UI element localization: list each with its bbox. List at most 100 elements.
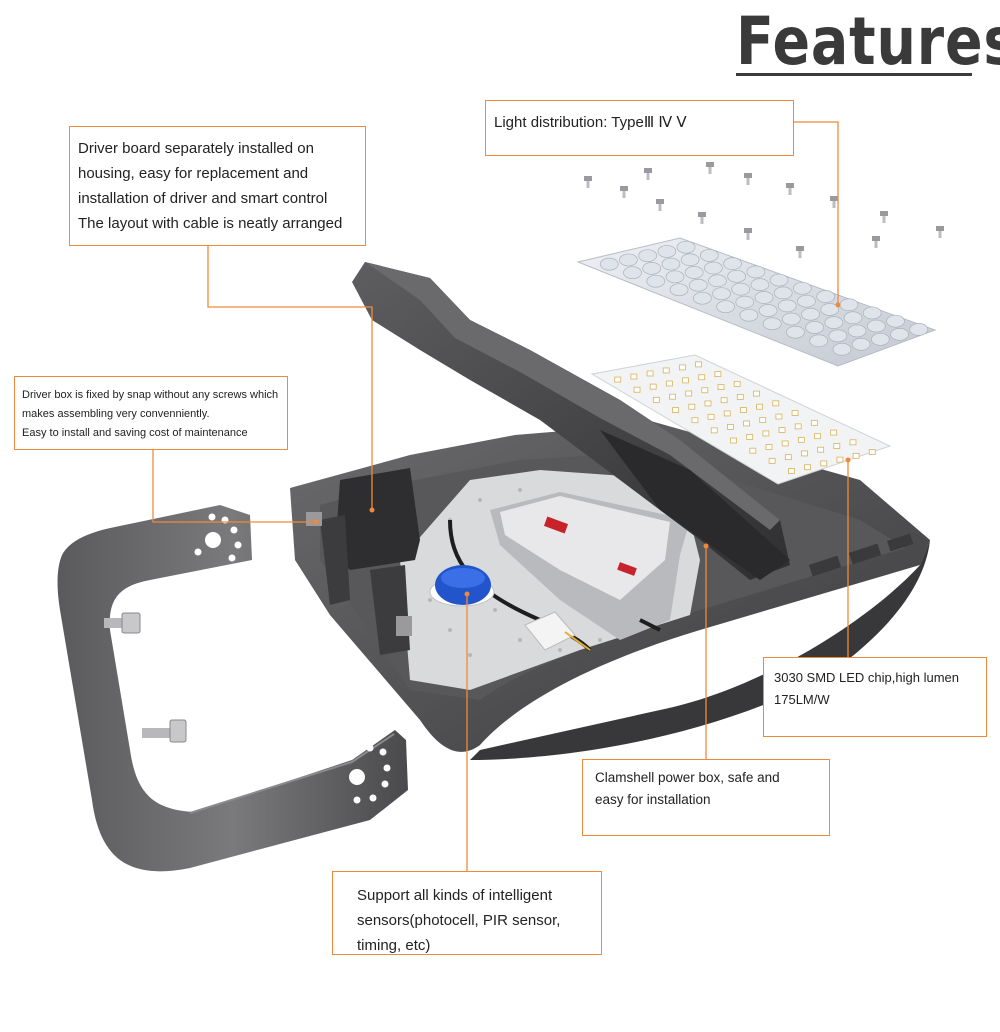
lens-optic bbox=[735, 295, 755, 309]
led-chip bbox=[743, 420, 750, 427]
lens-optic bbox=[731, 282, 751, 296]
lens-optic bbox=[684, 266, 704, 279]
lens-optic bbox=[665, 270, 685, 284]
led-chip bbox=[797, 436, 805, 443]
led-chip bbox=[736, 393, 744, 400]
led-chip bbox=[749, 447, 757, 454]
sensor-module bbox=[429, 565, 495, 607]
led-chip bbox=[772, 400, 780, 407]
led-chip bbox=[756, 403, 763, 410]
led-chip bbox=[762, 430, 770, 437]
led-chip bbox=[672, 407, 680, 413]
callout-driver-board: Driver board separately installed on hou… bbox=[69, 126, 366, 246]
led-chip bbox=[778, 427, 786, 433]
led-chip bbox=[768, 457, 776, 464]
lens-optic bbox=[781, 312, 801, 326]
lens-optic bbox=[746, 265, 766, 279]
led-board bbox=[590, 354, 892, 485]
screw bbox=[872, 236, 880, 248]
lens-optic bbox=[832, 342, 852, 356]
lens-optic bbox=[809, 334, 829, 348]
screw bbox=[644, 168, 652, 180]
led-chip bbox=[614, 376, 622, 383]
callout-line: Support all kinds of intelligent bbox=[357, 887, 553, 904]
callout-sensors: Support all kinds of intelligent sensors… bbox=[332, 871, 602, 955]
led-chip bbox=[727, 424, 734, 430]
lens-optic bbox=[828, 329, 848, 343]
lens-optic bbox=[843, 311, 863, 325]
led-chip bbox=[652, 396, 660, 403]
callout-line: Driver board separately installed on bbox=[78, 140, 314, 157]
lens-optic bbox=[599, 257, 619, 271]
led-chip bbox=[685, 390, 693, 397]
led-chip bbox=[698, 374, 706, 381]
callout-line: housing, easy for replacement and bbox=[78, 165, 309, 182]
screw bbox=[656, 199, 664, 211]
screw bbox=[698, 212, 706, 224]
lens-optic bbox=[708, 274, 727, 288]
screw bbox=[830, 196, 838, 208]
callout-line: Clamshell power box, safe and bbox=[595, 770, 780, 785]
screw bbox=[744, 228, 752, 240]
power-driver bbox=[490, 492, 690, 640]
led-chip bbox=[852, 452, 860, 459]
led-chip bbox=[817, 446, 825, 453]
lens-optic bbox=[847, 324, 867, 338]
led-chip bbox=[830, 429, 838, 436]
lens-optic bbox=[890, 328, 909, 341]
leader-lines bbox=[152, 121, 849, 871]
screw bbox=[744, 173, 752, 185]
led-chip bbox=[669, 393, 676, 400]
led-chip bbox=[759, 417, 767, 423]
led-chip bbox=[720, 397, 728, 404]
led-chip bbox=[691, 417, 699, 424]
callout-line: timing, etc) bbox=[357, 937, 431, 954]
lens-optic bbox=[816, 290, 836, 303]
led-chip bbox=[662, 367, 670, 374]
lens-optic bbox=[723, 257, 742, 270]
led-chip bbox=[746, 434, 754, 440]
lens-optic bbox=[619, 253, 638, 267]
lens-optic bbox=[661, 257, 681, 271]
callout-line: makes assembling very convenniently. bbox=[22, 408, 210, 420]
callout-led-chip: 3030 SMD LED chip,high lumen 175LM/W bbox=[763, 657, 987, 737]
led-chip bbox=[633, 386, 641, 393]
lens-optic bbox=[704, 261, 723, 275]
lens-optic bbox=[739, 308, 759, 322]
lens-optic bbox=[786, 325, 805, 339]
led-chip bbox=[804, 464, 811, 471]
lens-optic bbox=[642, 262, 662, 275]
screw bbox=[880, 211, 888, 223]
led-chip bbox=[801, 450, 808, 457]
led-chip bbox=[679, 364, 686, 371]
led-chip bbox=[682, 377, 689, 384]
lens-optic bbox=[762, 317, 782, 331]
callout-line: The layout with cable is neatly arranged bbox=[78, 215, 343, 232]
callout-line: Driver box is fixed by snap without any … bbox=[22, 389, 279, 401]
callout-line: 3030 SMD LED chip,high lumen bbox=[774, 670, 959, 685]
lens-optic bbox=[851, 337, 871, 351]
led-chip bbox=[836, 456, 844, 463]
led-chip bbox=[714, 371, 722, 378]
lens-optic bbox=[801, 307, 820, 321]
screw bbox=[706, 162, 714, 174]
lens-optic bbox=[797, 294, 816, 308]
screw bbox=[620, 186, 628, 198]
lens-optic bbox=[839, 298, 859, 312]
led-chip bbox=[781, 440, 789, 447]
lens-optic bbox=[769, 273, 789, 287]
led-chip bbox=[820, 460, 828, 467]
lens-optic bbox=[909, 323, 929, 336]
led-chip bbox=[740, 407, 747, 413]
lens-optic bbox=[824, 316, 844, 329]
screw bbox=[796, 246, 804, 258]
screw bbox=[786, 183, 794, 195]
callout-driver-box: Driver box is fixed by snap without any … bbox=[14, 376, 288, 450]
lens-optic bbox=[758, 304, 778, 317]
lens-optic bbox=[793, 281, 812, 295]
led-chip bbox=[730, 437, 737, 444]
led-chip bbox=[701, 387, 709, 394]
lens-optic bbox=[716, 300, 735, 314]
led-chip bbox=[775, 413, 783, 420]
led-chip bbox=[630, 373, 638, 380]
